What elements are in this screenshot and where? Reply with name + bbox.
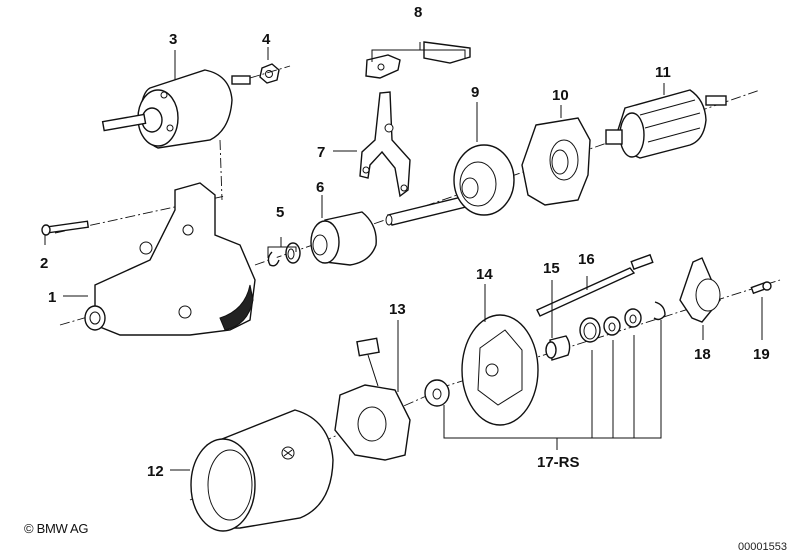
document-id: 00001553 bbox=[738, 541, 787, 553]
callout-8[interactable]: 8 bbox=[414, 4, 422, 21]
part-gear-ring[interactable] bbox=[521, 117, 591, 206]
callout-7[interactable]: 7 bbox=[317, 144, 325, 161]
part-drive-end-plate[interactable] bbox=[453, 144, 515, 216]
part-bolt[interactable] bbox=[41, 220, 90, 236]
part-brush-holder[interactable] bbox=[334, 337, 411, 461]
part-drive-pinion[interactable] bbox=[310, 211, 377, 266]
callout-14[interactable]: 14 bbox=[476, 266, 493, 283]
callout-19[interactable]: 19 bbox=[753, 346, 770, 363]
axis-solenoid bbox=[219, 139, 223, 201]
callouts: 3 4 8 7 6 5 9 10 11 2 1 12 13 14 15 16 1… bbox=[40, 4, 770, 480]
part-end-cover[interactable] bbox=[461, 314, 539, 426]
callout-1[interactable]: 1 bbox=[48, 289, 56, 306]
callout-11[interactable]: 11 bbox=[655, 64, 671, 81]
part-seal-kit[interactable] bbox=[579, 301, 666, 343]
part-ring-collar[interactable] bbox=[267, 242, 301, 267]
callout-5[interactable]: 5 bbox=[276, 204, 284, 221]
callout-15[interactable]: 15 bbox=[543, 260, 560, 277]
part-nut[interactable] bbox=[249, 63, 291, 84]
callout-18[interactable]: 18 bbox=[694, 346, 711, 363]
callout-13[interactable]: 13 bbox=[389, 301, 406, 318]
callout-6[interactable]: 6 bbox=[316, 179, 324, 196]
part-clips[interactable] bbox=[365, 41, 471, 79]
callout-4[interactable]: 4 bbox=[262, 31, 271, 48]
part-washer[interactable] bbox=[424, 379, 450, 407]
copyright-notice: © BMW AG bbox=[24, 521, 89, 536]
part-screw[interactable] bbox=[750, 281, 772, 295]
part-cap[interactable] bbox=[679, 257, 721, 323]
callout-17-rs[interactable]: 17-RS bbox=[537, 454, 580, 471]
part-through-bolt[interactable] bbox=[536, 253, 654, 317]
part-bushing[interactable] bbox=[545, 335, 571, 361]
callout-3[interactable]: 3 bbox=[169, 31, 177, 48]
callout-9[interactable]: 9 bbox=[471, 84, 479, 101]
part-starter-housing[interactable] bbox=[84, 182, 256, 336]
part-fork-lever[interactable] bbox=[359, 91, 411, 198]
leader-lines bbox=[44, 42, 763, 471]
callout-2[interactable]: 2 bbox=[40, 255, 48, 272]
part-yoke[interactable] bbox=[190, 409, 334, 532]
part-armature[interactable] bbox=[605, 89, 727, 159]
callout-16[interactable]: 16 bbox=[578, 251, 595, 268]
callout-10[interactable]: 10 bbox=[552, 87, 569, 104]
part-solenoid[interactable] bbox=[101, 69, 251, 149]
callout-12[interactable]: 12 bbox=[147, 463, 164, 480]
